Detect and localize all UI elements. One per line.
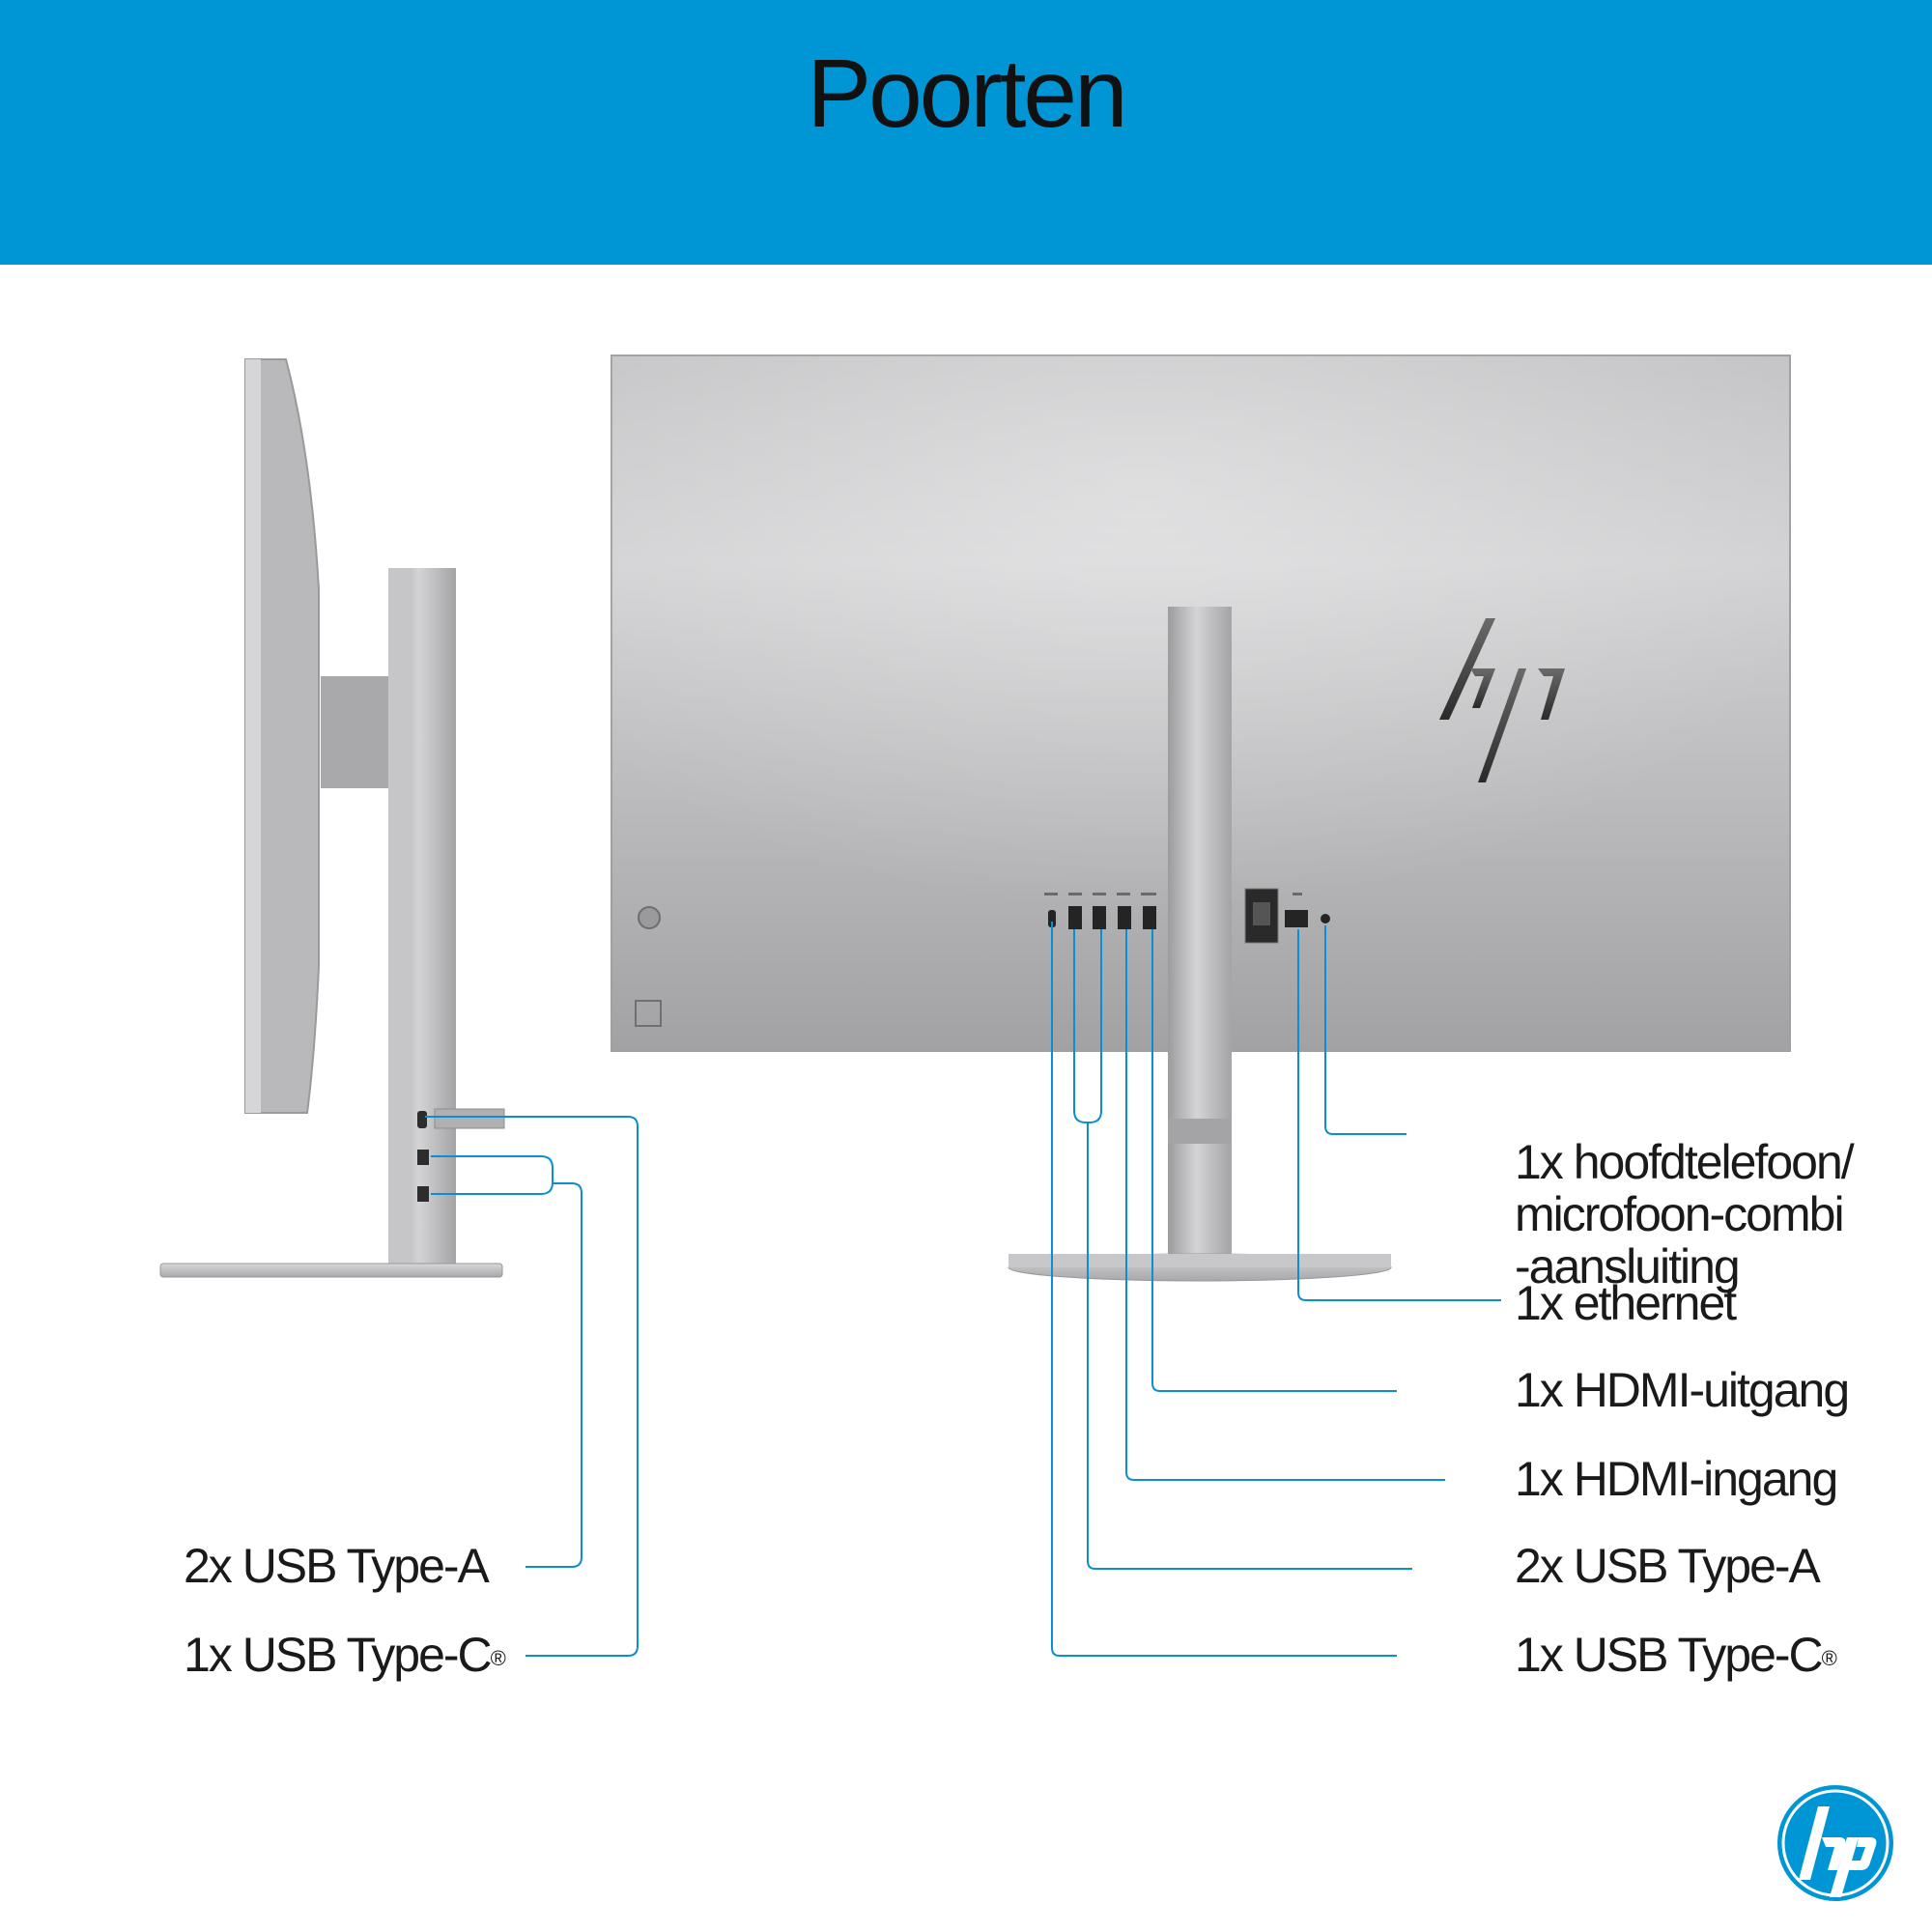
back-label-audio-text: 1x hoofdtelefoon/ microfoon-combi -aansl… bbox=[1515, 1135, 1855, 1293]
back-label-usb-c: 1x USB Type-C® bbox=[1515, 1629, 1837, 1681]
side-view-monitor bbox=[159, 358, 505, 1278]
back-label-hdmi-in: 1x HDMI-ingang bbox=[1515, 1452, 1838, 1506]
registered-mark: ® bbox=[1821, 1646, 1837, 1670]
hp-logo-icon bbox=[1777, 1785, 1893, 1901]
side-label-usb-a-text: 2x USB Type-A bbox=[184, 1539, 490, 1593]
header-banner: Poorten bbox=[0, 0, 1932, 265]
back-view-monitor bbox=[611, 355, 1791, 1282]
side-label-usb-c-text: 1x USB Type-C bbox=[184, 1628, 493, 1682]
back-label-usb-a: 2x USB Type-A bbox=[1515, 1539, 1821, 1593]
back-leader-lines bbox=[1051, 922, 1501, 1657]
back-label-hdmi-out: 1x HDMI-uitgang bbox=[1515, 1363, 1850, 1417]
back-label-usb-a-text: 2x USB Type-A bbox=[1515, 1539, 1821, 1593]
back-label-audio: 1x hoofdtelefoon/ microfoon-combi -aansl… bbox=[1515, 1084, 1855, 1293]
page-title: Poorten bbox=[807, 40, 1127, 148]
rear-hp-logo bbox=[1439, 618, 1565, 782]
registered-mark: ® bbox=[490, 1646, 506, 1670]
back-label-usb-c-text: 1x USB Type-C bbox=[1515, 1628, 1824, 1682]
back-label-ethernet-text: 1x ethernet bbox=[1515, 1276, 1737, 1330]
back-label-hdmi-in-text: 1x HDMI-ingang bbox=[1515, 1452, 1838, 1506]
back-label-hdmi-out-text: 1x HDMI-uitgang bbox=[1515, 1363, 1850, 1417]
side-label-usb-c: 1x USB Type-C® bbox=[184, 1629, 506, 1681]
side-label-usb-a: 2x USB Type-A bbox=[184, 1539, 490, 1593]
side-leader-lines bbox=[425, 1116, 639, 1657]
back-label-ethernet: 1x ethernet bbox=[1515, 1276, 1737, 1330]
